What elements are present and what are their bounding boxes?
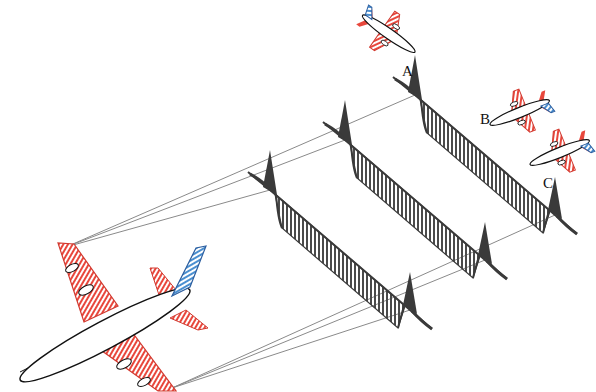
aircraft-letter: B	[480, 112, 490, 127]
aircraft-letter: C	[543, 176, 553, 191]
vortex-sheets	[248, 55, 577, 329]
following-aircraft	[349, 0, 596, 185]
aircraft-letter: A	[402, 64, 413, 79]
large-aircraft	[14, 243, 208, 392]
